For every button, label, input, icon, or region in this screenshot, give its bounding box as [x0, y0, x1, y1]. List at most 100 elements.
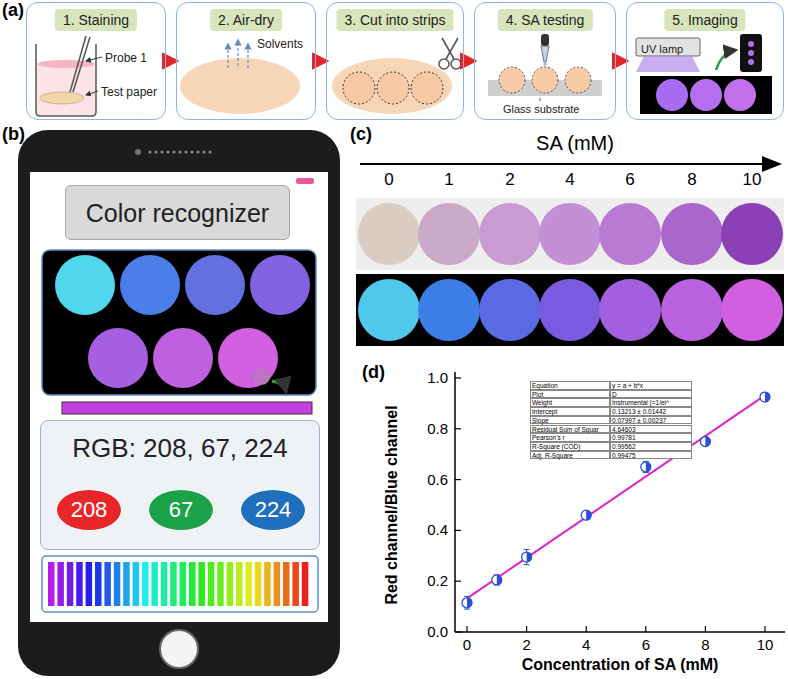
glass-substrate: [541, 46, 549, 62]
data-point: [497, 575, 502, 585]
speaker-dot: [154, 150, 157, 153]
cut-paper: [439, 59, 449, 69]
tick-label: 8: [701, 636, 709, 653]
test-strips: [356, 198, 784, 270]
y-tick: [455, 428, 461, 429]
table-cell: 0.99475: [610, 451, 692, 460]
beaker: [36, 44, 96, 116]
color-stripe: [48, 562, 55, 606]
tick-label: 4: [582, 636, 590, 653]
step-heading: 3. Cut into strips: [336, 9, 453, 31]
smartphone: [272, 381, 286, 392]
test-paper: [180, 58, 300, 114]
table-cell: Plot: [530, 390, 610, 399]
tick-label: 6: [642, 636, 650, 653]
annotation: Test paper: [101, 85, 157, 99]
color-stripe: [264, 562, 271, 606]
panel-label: (d): [362, 362, 385, 383]
error-bar: [464, 596, 470, 597]
cut-paper: [442, 38, 454, 59]
table-cell: R-Square (COD): [530, 442, 610, 451]
uv-imaging: [636, 34, 772, 114]
node-text: 224: [255, 497, 292, 523]
smartphone: [62, 402, 312, 414]
uv-strip: [721, 279, 783, 341]
test-strips: [356, 164, 784, 346]
color-stripe: [274, 562, 281, 606]
panel-label: (c): [350, 124, 372, 145]
tick-label: 0.2: [427, 572, 448, 589]
fluorescent-spot: [185, 255, 245, 315]
cut-paper: [411, 72, 443, 104]
speaker-dot: [172, 150, 175, 153]
color-stripe: [86, 562, 93, 606]
beaker: [36, 36, 102, 116]
color-stripe: [227, 562, 234, 606]
test-strips: [358, 203, 783, 341]
x-tick: [645, 626, 646, 632]
speaker-dot: [178, 150, 181, 153]
beaker: [40, 92, 84, 104]
glass-substrate: [543, 62, 547, 66]
step-heading: 4. SA testing: [498, 9, 593, 31]
test-paper: [237, 42, 238, 66]
table-cell: Residual Sum of Squar: [530, 425, 610, 434]
uv-imaging: [748, 41, 754, 47]
uv-imaging: [636, 38, 700, 56]
smartphone: [296, 178, 314, 184]
process-box: 2. Air-drySolvents: [176, 2, 316, 120]
x-tick: [705, 626, 706, 632]
color-stripe: [236, 562, 243, 606]
uv-strip: [479, 279, 541, 341]
color-stripe: [180, 562, 187, 606]
test-paper: [180, 42, 300, 114]
color-stripe: [151, 562, 158, 606]
cut-paper: [332, 58, 452, 114]
daylight-strip: [721, 203, 783, 265]
tick-label: 6: [625, 170, 634, 190]
fluorescent-spot: [153, 328, 213, 388]
color-stripe: [57, 562, 64, 606]
data-point: [581, 510, 591, 520]
tick-label: 10: [743, 170, 762, 190]
color-stripe: [114, 562, 121, 606]
daylight-strip: [539, 203, 601, 265]
x-tick: [764, 626, 765, 632]
color-stripe: [95, 562, 102, 606]
smartphone: [42, 556, 318, 612]
cut-paper: [377, 72, 409, 104]
uv-imaging: [636, 56, 700, 72]
rgb-panel: RGB: 208, 67, 22420867224: [40, 420, 320, 550]
node-text: RGB: 208, 67, 224: [72, 433, 287, 464]
data-point: [522, 552, 532, 562]
data-point: [467, 598, 472, 608]
table-cell: Intercept: [530, 407, 610, 416]
table-cell: 0.13213 ± 0.01442: [610, 407, 692, 416]
value-oval: 208: [56, 489, 122, 531]
tick-label: 1: [444, 170, 453, 190]
table-cell: 0.99781: [610, 433, 692, 442]
table-cell: Weight: [530, 398, 610, 407]
calibration-chart: [454, 372, 456, 632]
data-point: [641, 462, 651, 472]
step-heading: 5. Imaging: [664, 9, 745, 31]
smartphone: [261, 372, 263, 382]
data-point: [705, 437, 710, 447]
process-box: 4. SA testingGlass substrate: [474, 2, 616, 120]
smartphone: [135, 149, 141, 155]
daylight-strip: [599, 203, 661, 265]
process-box: 3. Cut into strips: [326, 2, 464, 120]
color-stripe: [245, 562, 252, 606]
color-stripe: [133, 562, 140, 606]
color-stripe: [123, 562, 130, 606]
error-bar: [524, 549, 530, 550]
step-heading: 1. Staining: [55, 9, 137, 31]
data-point: [462, 598, 472, 608]
glass-substrate: [532, 67, 558, 93]
calibration-chart: [455, 631, 785, 633]
smartphone: [18, 130, 340, 676]
test-paper: [227, 46, 228, 68]
flow-arrow: [616, 59, 626, 63]
color-stripe: [208, 562, 215, 606]
annotation: Probe 1: [105, 51, 147, 65]
